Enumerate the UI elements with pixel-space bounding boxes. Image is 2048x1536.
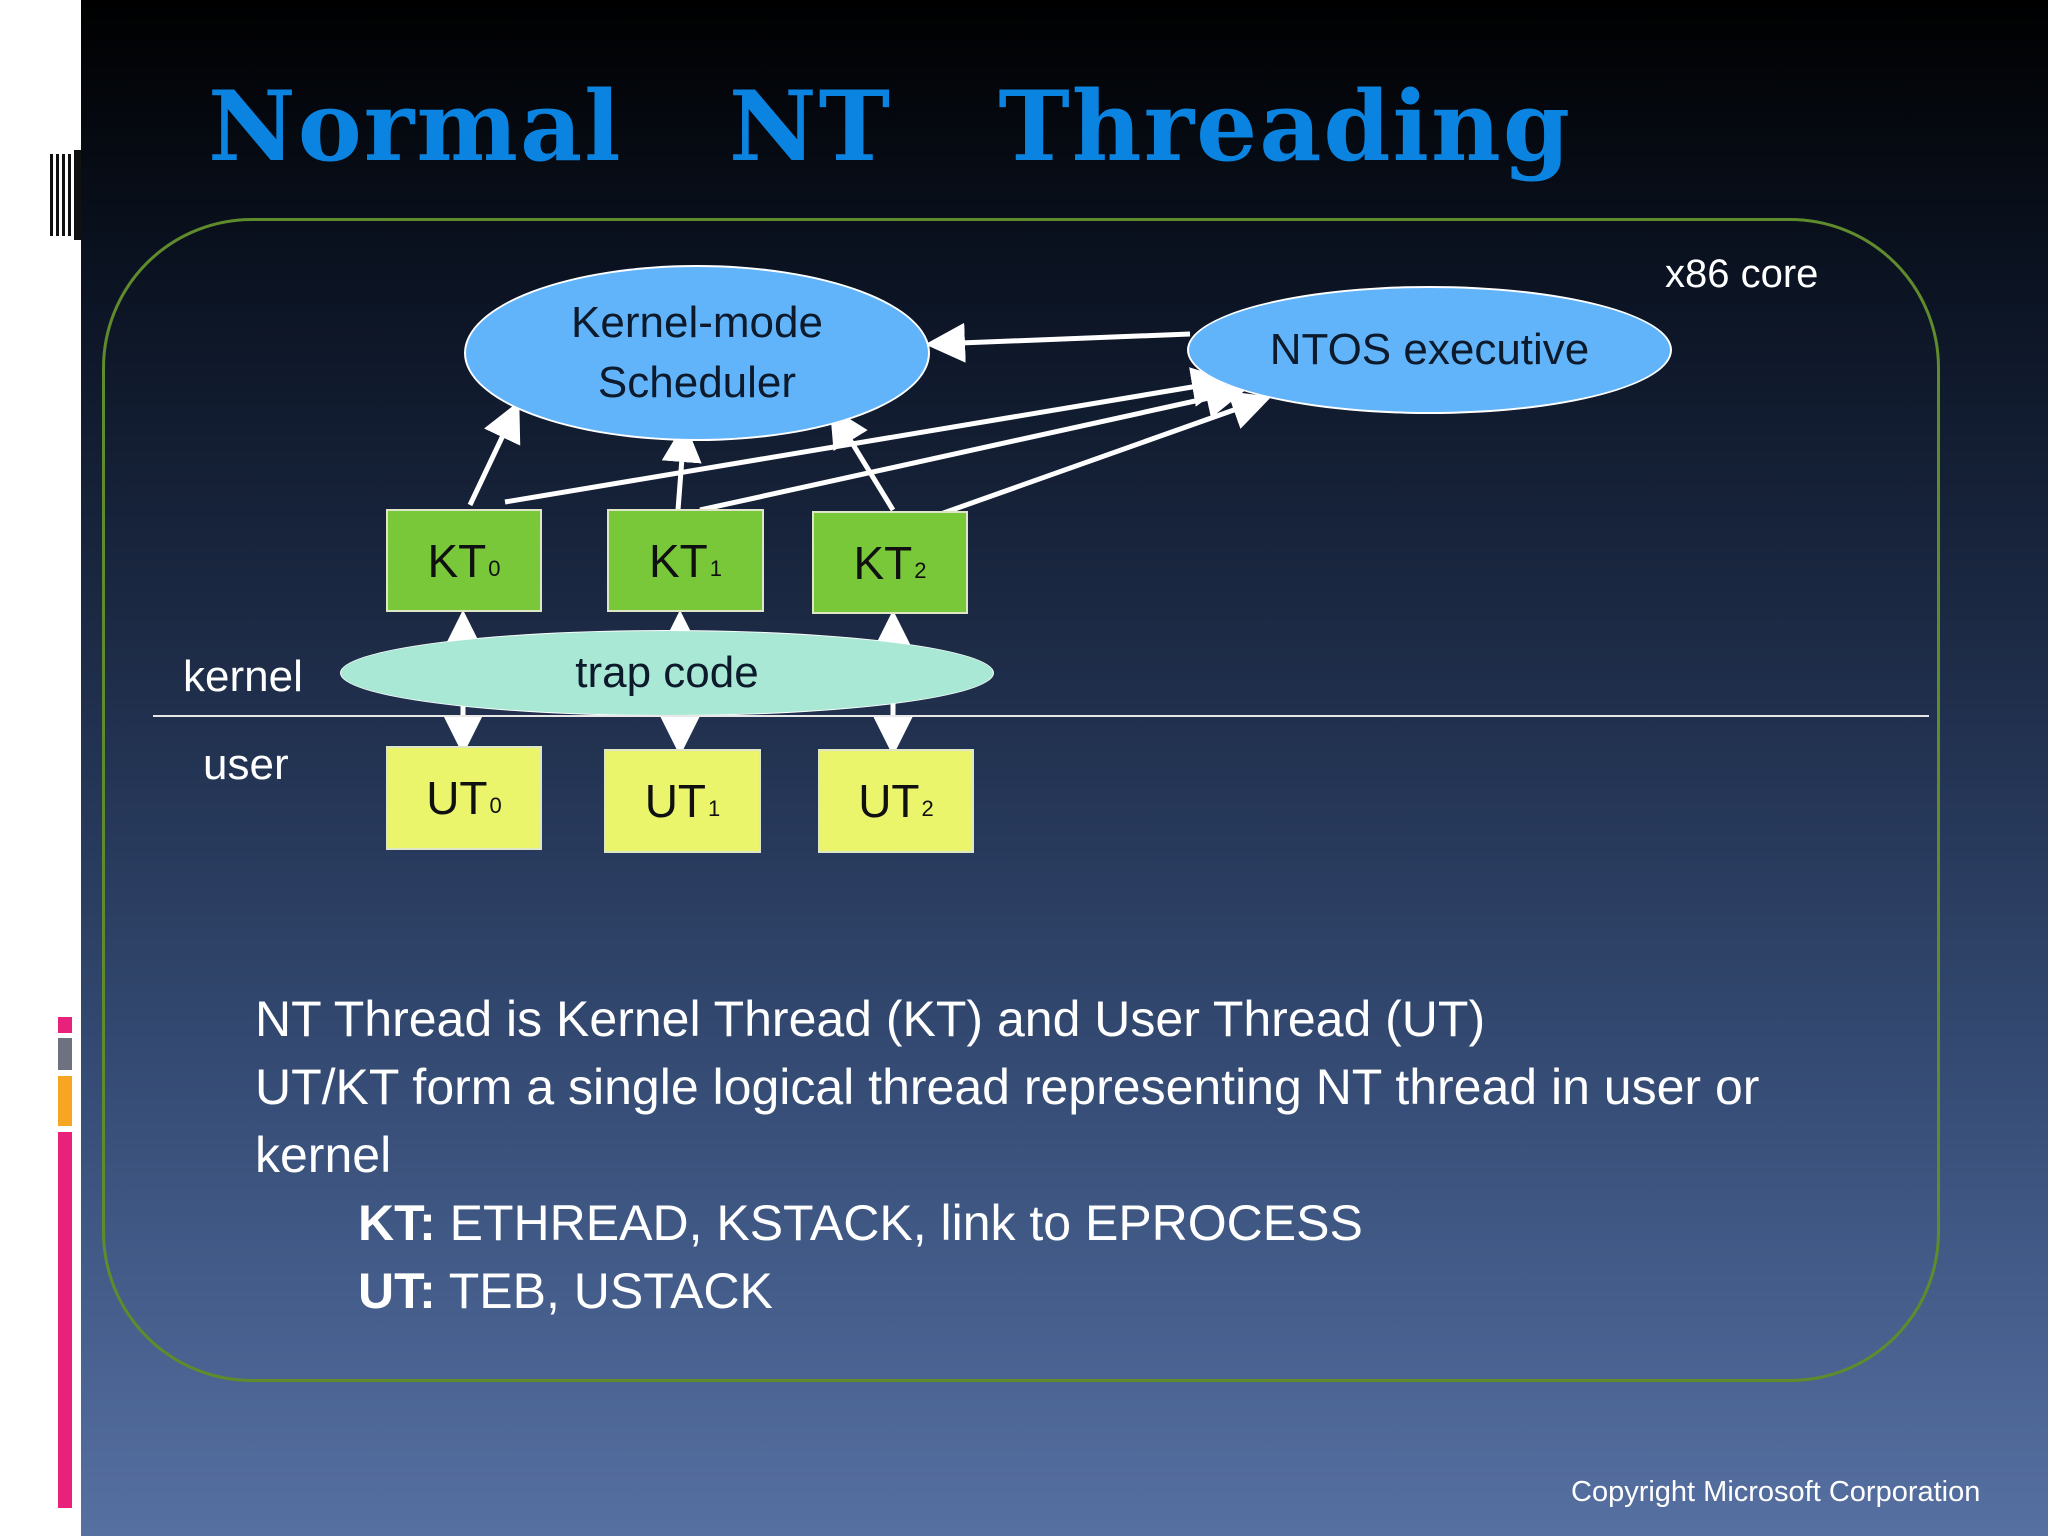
- kt2-label: KT: [853, 536, 913, 589]
- description-block: NT Thread is Kernel Thread (KT) and User…: [255, 985, 1759, 1325]
- user-label: user: [203, 740, 289, 789]
- kernel-mode-scheduler-node: Kernel-mode Scheduler: [464, 265, 930, 441]
- description-line-2: UT/KT form a single logical thread repre…: [255, 1059, 1760, 1115]
- kernel-user-divider: [153, 715, 1929, 717]
- arrow-kt2-to-ntos: [934, 391, 1272, 519]
- ut-detail-text: TEB, USTACK: [435, 1263, 773, 1319]
- kt0-subscript: 0: [488, 555, 501, 581]
- x86-core-label: x86 core: [1665, 252, 1819, 296]
- arrow-kt2-to-scheduler: [829, 406, 896, 512]
- ut2-label: UT: [858, 775, 920, 827]
- description-line-1: NT Thread is Kernel Thread (KT) and User…: [255, 991, 1486, 1047]
- x86-core-frame: [102, 218, 1940, 1382]
- copyright-notice: Copyright Microsoft Corporation: [1571, 1476, 1981, 1508]
- kt-detail-line: KT: ETHREAD, KSTACK, link to EPROCESS: [255, 1189, 1759, 1257]
- description-line-3: kernel: [255, 1127, 392, 1183]
- ut-detail-line: UT: TEB, USTACK: [255, 1257, 1759, 1325]
- ntos-label: NTOS executive: [1269, 325, 1590, 374]
- kt2-subscript: 2: [914, 557, 927, 583]
- slide-title: Normal NT Threading: [208, 70, 1572, 183]
- ut0-subscript: 0: [489, 793, 502, 818]
- scheduler-label-line1: Kernel-mode: [571, 298, 823, 347]
- kt0-label: KT: [427, 534, 487, 587]
- deco-bar-orange: [58, 1076, 72, 1126]
- kt-detail-label: KT:: [358, 1195, 436, 1251]
- stripes-decoration: [46, 150, 82, 240]
- ut2-subscript: 2: [921, 796, 934, 821]
- ut1-subscript: 1: [708, 796, 721, 821]
- trap-label: trap code: [575, 648, 759, 697]
- arrow-ntos-to-scheduler: [925, 322, 1191, 363]
- ntos-executive-node: NTOS executive: [1187, 286, 1672, 414]
- deco-bar-gray: [58, 1038, 72, 1070]
- scheduler-label-line2: Scheduler: [597, 358, 797, 407]
- trap-code-node: trap code: [340, 630, 994, 716]
- arrow-kt0-to-ntos: [504, 367, 1232, 505]
- deco-bar-pink-small: [58, 1017, 72, 1033]
- kt-detail-text: ETHREAD, KSTACK, link to EPROCESS: [435, 1195, 1363, 1251]
- deco-bar-pink-large: [58, 1132, 72, 1508]
- arrow-kt0-to-scheduler: [467, 400, 521, 507]
- kt1-label: KT: [648, 534, 708, 587]
- arrow-kt1-to-ntos: [699, 378, 1246, 513]
- ut-detail-label: UT:: [358, 1263, 436, 1319]
- ut1-label: UT: [644, 775, 707, 827]
- kt1-subscript: 1: [709, 555, 723, 581]
- ut0-label: UT: [426, 772, 488, 824]
- kernel-label: kernel: [183, 652, 303, 701]
